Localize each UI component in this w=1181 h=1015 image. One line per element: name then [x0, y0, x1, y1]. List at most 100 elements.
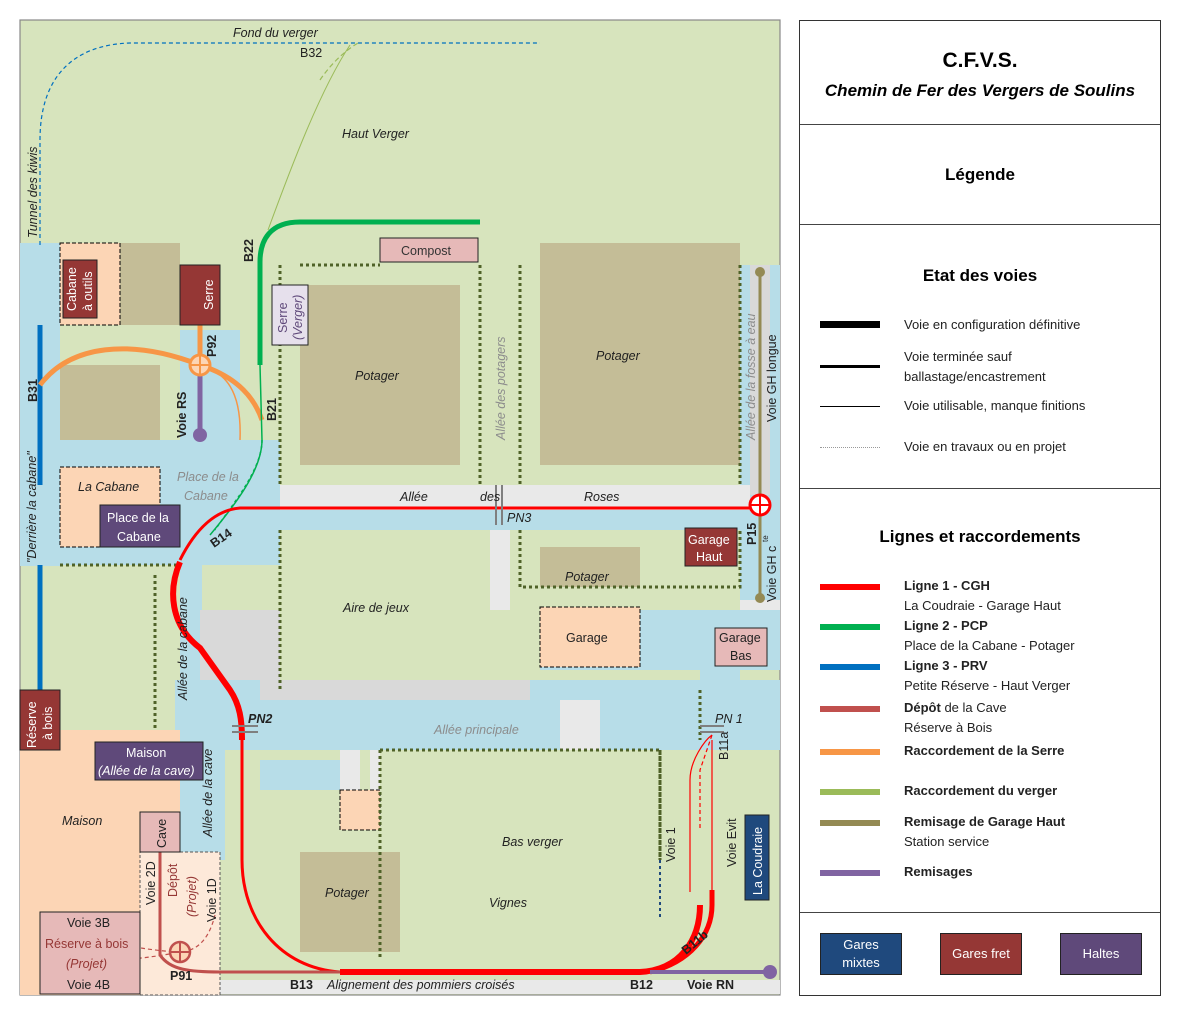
label-place-cabane-stop-1: Place de la [107, 511, 169, 525]
label-reserve-a-bois-1: Réserve [25, 701, 39, 748]
key-haltes: Haltes [1060, 933, 1142, 975]
etat-label-2b: ballastage/encastrement [904, 369, 1046, 384]
swatch-ligne-2 [820, 624, 880, 630]
label-la-cabane: La Cabane [78, 480, 139, 494]
label-p15: P15 [745, 523, 759, 545]
label-voie-evit: Voie Evit [725, 818, 739, 867]
label-projet: (Projet) [185, 876, 199, 917]
p92-cross [190, 355, 210, 375]
label-allee-de-la-cave: Allée de la cave [201, 749, 215, 838]
label-b32: B32 [300, 46, 322, 60]
label-pn3: PN3 [507, 511, 531, 525]
label-b22: B22 [242, 239, 256, 262]
garage-bas-box [714, 627, 768, 667]
label-garage-haut-2: Haut [696, 550, 723, 564]
etat-label-3: Voie utilisable, manque finitions [904, 398, 1086, 413]
label-cabane-a-outils: Cabane [65, 267, 79, 311]
ligne-6-name: Raccordement du verger [904, 783, 1058, 798]
label-allee-principale: Allée principale [433, 723, 519, 737]
label-b21: B21 [265, 398, 279, 421]
swatch-utilisable [820, 406, 880, 407]
swatch-serre [820, 749, 880, 755]
label-roses: Roses [584, 490, 619, 504]
ligne-3-desc: Petite Réserve - Haut Verger [904, 678, 1071, 693]
voie-rs-end [193, 428, 207, 442]
ligne-1-name: Ligne 1 - CGH [904, 578, 990, 593]
ligne-3-name: Ligne 3 - PRV [904, 658, 988, 673]
etat-heading: Etat des voies [922, 266, 1038, 285]
place-de-la-cabane-station[interactable] [99, 504, 181, 548]
label-fond-du-verger: Fond du verger [233, 26, 319, 40]
serre-verger-station[interactable] [271, 284, 309, 346]
reserve-a-bois-station[interactable] [19, 689, 61, 751]
swatch-remisage-gh [820, 820, 880, 826]
label-voie-gh-c: Voie GH c [765, 546, 779, 602]
legend-panel: C.F.V.S. Chemin de Fer des Vergers de So… [799, 20, 1161, 996]
etat-section: Etat des voies Voie en configuration déf… [800, 225, 1160, 489]
label-cabane-a-outils-2: à outils [81, 271, 95, 311]
cabane-a-outils-station[interactable] [62, 259, 98, 319]
label-voie-1: Voie 1 [664, 827, 678, 862]
legend-subtitle: Chemin de Fer des Vergers de Soulins [824, 81, 1136, 100]
ligne-4-desc: Réserve à Bois [904, 720, 993, 735]
la-coudraie-station[interactable] [744, 814, 770, 901]
swatch-travaux [820, 447, 880, 448]
label-b13: B13 [290, 978, 313, 992]
track-ligne-1-thick [170, 560, 245, 741]
label-pn2: PN2 [248, 712, 272, 726]
label-alignement: Alignement des pommiers croisés [326, 978, 515, 992]
ligne-4-name-wrap: Dépôt de la Cave [904, 698, 1007, 718]
ligne-4-name-rest: de la Cave [940, 700, 1007, 715]
swatch-remisages [820, 870, 880, 876]
serre-station[interactable] [179, 264, 221, 326]
garage-box [539, 606, 641, 668]
key-gares-mixtes-1: Gares [843, 937, 879, 952]
legende-section: Légende [800, 125, 1160, 225]
track-ligne-1-bottom [340, 904, 703, 975]
swatch-ligne-3 [820, 664, 880, 670]
label-vignes: Vignes [489, 896, 527, 910]
track-ligne-1-loop-a [649, 890, 715, 975]
ligne-8-name: Remisages [904, 864, 973, 879]
label-reserve-bois-projet-2: (Projet) [66, 957, 107, 971]
label-serre-verger-2: (Verger) [291, 295, 305, 340]
label-te: te [761, 535, 770, 542]
label-cave: Cave [155, 819, 169, 848]
voie-rn-end [763, 965, 777, 979]
ligne-1-desc: La Coudraie - Garage Haut [904, 598, 1061, 613]
label-p91: P91 [170, 969, 192, 983]
key-gares-fret: Gares fret [940, 933, 1022, 975]
maison-station[interactable] [94, 741, 204, 781]
label-potager-2: Potager [596, 349, 641, 363]
track-ligne-3-dashed [39, 42, 540, 245]
label-des: des [480, 490, 500, 504]
label-pn1: PN 1 [715, 712, 743, 726]
label-voie-1d: Voie 1D [205, 878, 219, 922]
label-reserve-bois-projet-1: Réserve à bois [45, 937, 128, 951]
swatch-verger [820, 789, 880, 795]
label-maison: Maison [62, 814, 102, 828]
swatch-terminee [820, 365, 880, 368]
gh-end-top [755, 267, 765, 277]
label-allee-des-potagers: Allée des potagers [494, 336, 508, 441]
track-raccordement-serre [38, 346, 265, 421]
p15-cross [750, 495, 770, 515]
lignes-heading: Lignes et raccordements [879, 527, 1081, 546]
gh-end-bottom [755, 593, 765, 603]
garage-haut-station[interactable] [684, 527, 738, 567]
label-voie-3b: Voie 3B [67, 916, 110, 930]
label-reserve-a-bois-2: à bois [41, 707, 55, 740]
level-crossings [232, 485, 724, 733]
label-allee-fosse-eau: Allée de la fosse à eau [744, 313, 758, 441]
swatch-depot [820, 706, 880, 712]
label-allee: Allée [399, 490, 428, 504]
track-depot-dashed-1 [39, 914, 216, 953]
label-voie-2d: Voie 2D [144, 861, 158, 905]
ligne-4-name: Dépôt [904, 700, 941, 715]
ligne-7-desc: Station service [904, 834, 990, 849]
track-ligne-2-dashed [214, 439, 263, 531]
label-place-de-la-cabane-area-2: Cabane [184, 489, 228, 503]
label-place-cabane-stop-2: Cabane [117, 530, 161, 544]
label-potager-3: Potager [565, 570, 610, 584]
